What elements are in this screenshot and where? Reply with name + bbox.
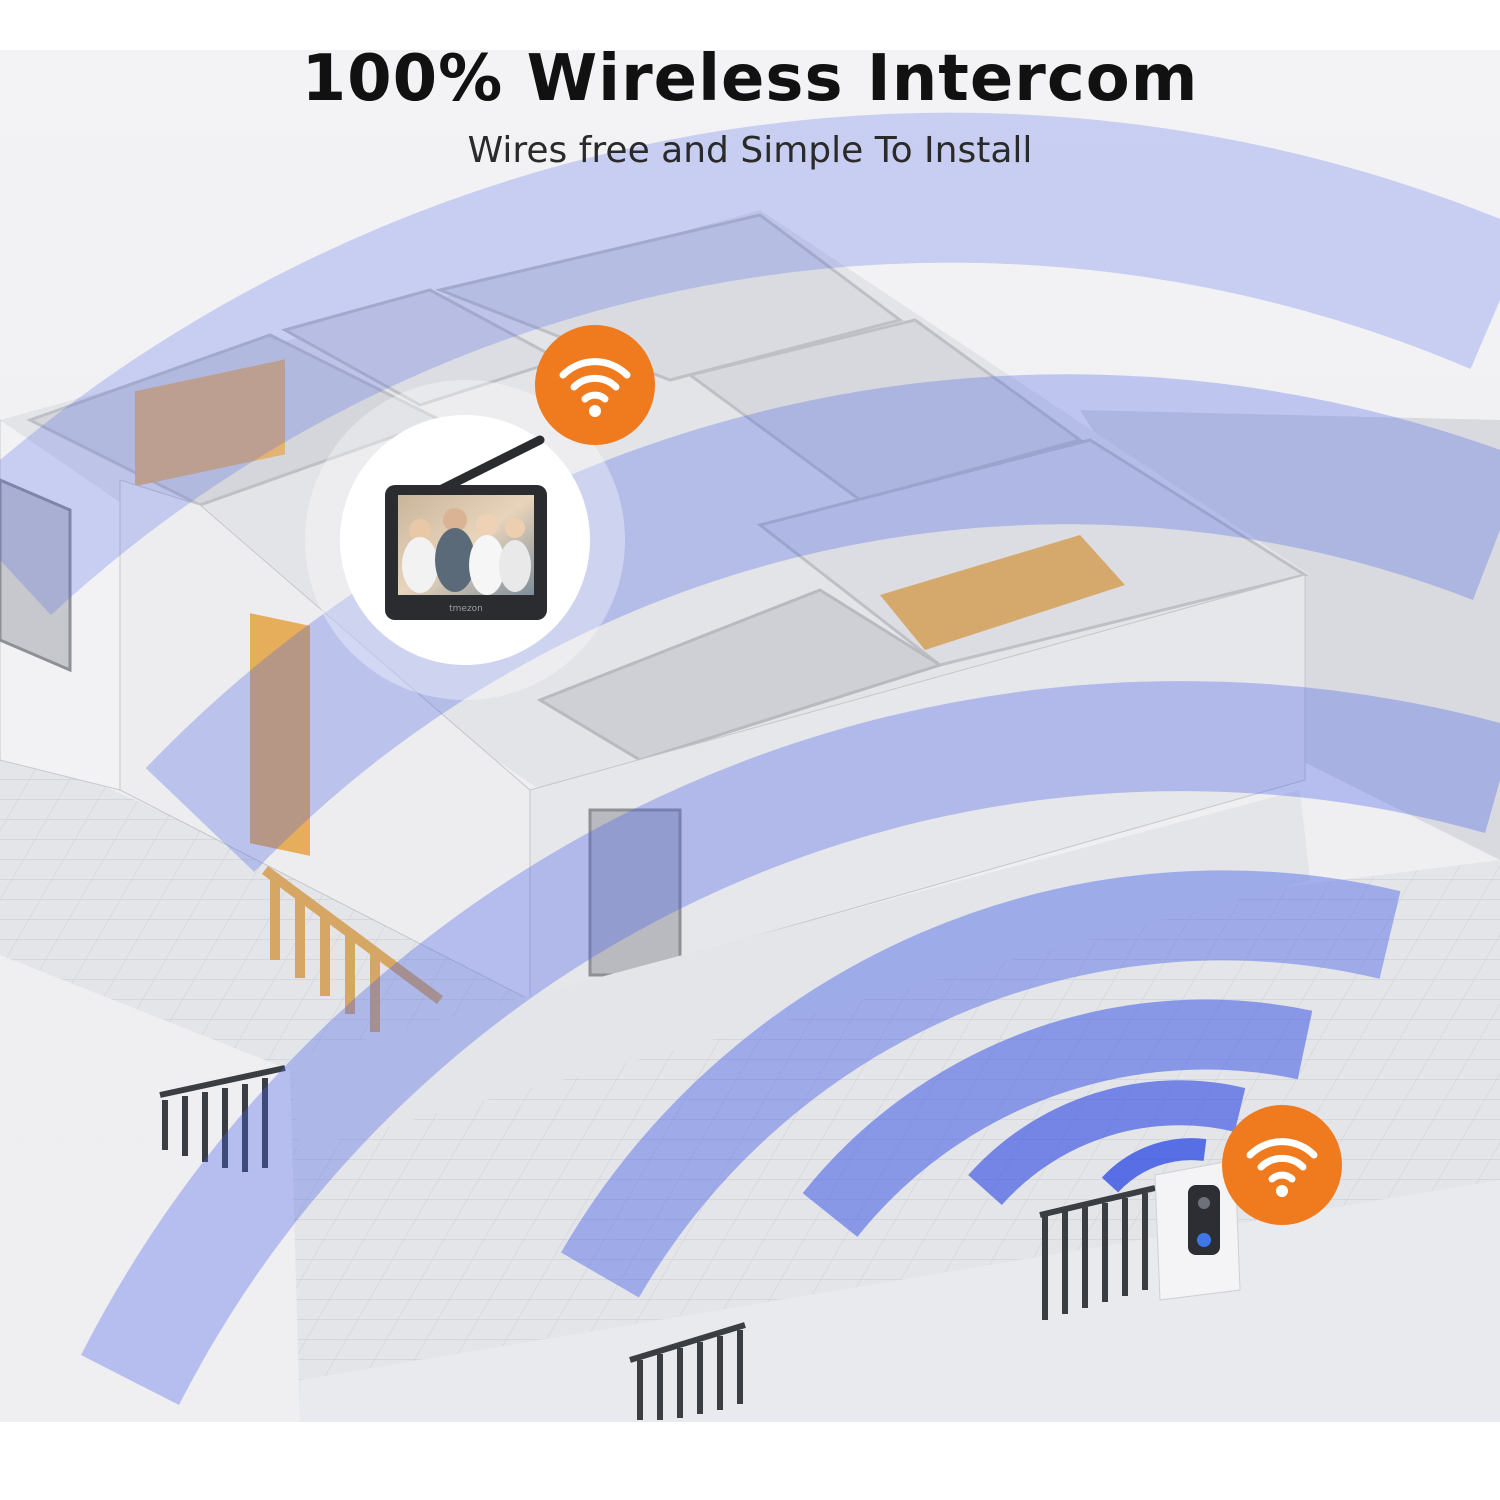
bed bbox=[880, 535, 1125, 650]
gate-bottom bbox=[629, 1322, 746, 1420]
wifi-icon bbox=[559, 358, 631, 403]
wardrobe bbox=[135, 359, 285, 487]
courtyard-wall-left bbox=[0, 955, 300, 1422]
gate-left bbox=[159, 1065, 286, 1172]
front-door bbox=[250, 613, 310, 856]
monitor-brand-label: tmezon bbox=[449, 604, 483, 614]
railing bbox=[262, 865, 443, 1032]
page-title: 100% Wireless Intercom bbox=[301, 42, 1199, 116]
window-front bbox=[588, 808, 682, 977]
signal-waves bbox=[0, 112, 1500, 1406]
wifi-badge-doorbell bbox=[1222, 1105, 1342, 1225]
video-doorbell bbox=[1188, 1185, 1220, 1255]
wifi-icon bbox=[1246, 1138, 1318, 1183]
wifi-badge-monitor bbox=[535, 325, 655, 445]
window-left bbox=[0, 478, 72, 673]
long-front-wall bbox=[529, 574, 1306, 1001]
room-middle-right bbox=[686, 318, 1084, 502]
courtyard-wall-back bbox=[290, 790, 1310, 1150]
family-photo-figures bbox=[402, 508, 531, 595]
stairwell bbox=[536, 588, 944, 762]
doorbell-button bbox=[1197, 1233, 1211, 1247]
gate-right bbox=[1039, 1185, 1156, 1320]
page-subtitle: Wires free and Simple To Install bbox=[467, 130, 1033, 171]
doorbell-camera bbox=[1198, 1197, 1210, 1209]
